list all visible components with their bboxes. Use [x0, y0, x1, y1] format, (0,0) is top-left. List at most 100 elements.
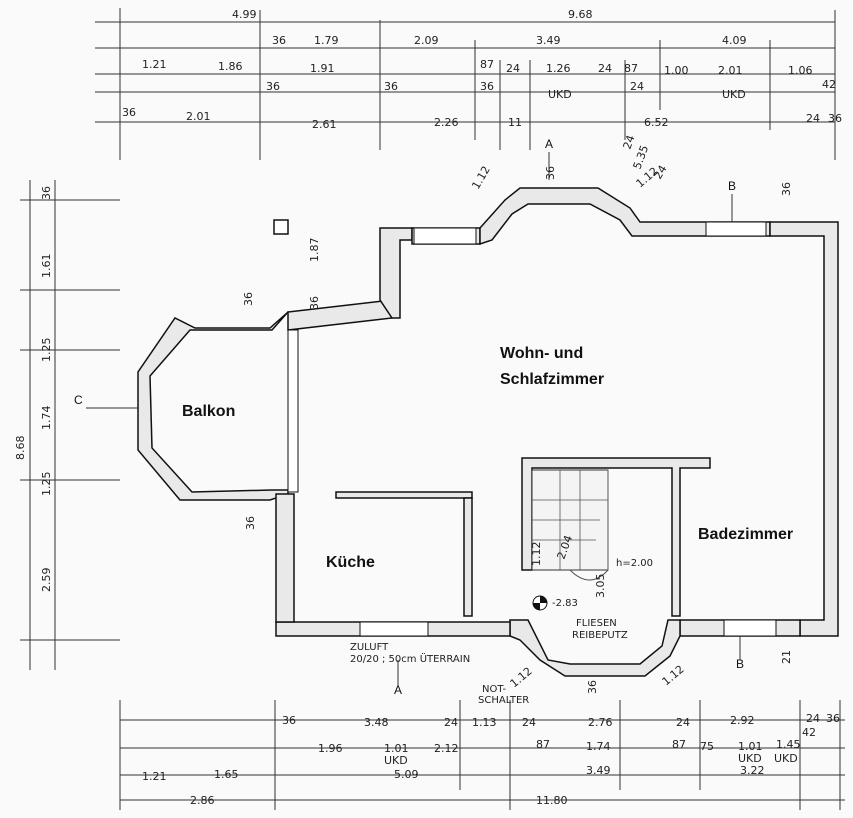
room-label-living-2: Schlafzimmer: [500, 371, 604, 388]
section-mark-c: C: [74, 393, 83, 407]
dim-inner-14: 24: [651, 163, 669, 182]
dim-top-r5-7: 36: [828, 112, 842, 125]
room-label-balcony: Balkon: [182, 403, 235, 420]
dim-bot-r1-2: 24: [444, 716, 458, 729]
dim-inner-5: 1.87: [308, 238, 321, 263]
room-label-kitchen: Küche: [326, 554, 375, 571]
dim-top-r4-0: 36: [266, 80, 280, 93]
dim-top-r4-3: UKD: [548, 88, 572, 101]
dim-inner-3: 36: [780, 182, 793, 196]
dim-bot-r2-9: 42: [802, 726, 816, 739]
dim-left-6: 8.68: [14, 436, 27, 461]
dim-bot-r4-2: 5.09: [394, 768, 419, 781]
dim-top-r3-0: 1.21: [142, 58, 167, 71]
dim-bot-r2-2: 2.12: [434, 742, 459, 755]
dim-bot-r1-5: 2.76: [588, 716, 613, 729]
air-note-2: 20/20 ; 50cm ÜTERRAIN: [350, 652, 470, 665]
dim-bot-r1-1: 3.48: [364, 716, 389, 729]
dim-inner-16: 3.05: [594, 574, 607, 599]
dim-bot-r1-4: 24: [522, 716, 536, 729]
dim-top-r1-1: 9.68: [568, 8, 593, 21]
dim-bot-r3-2: UKD: [774, 752, 798, 765]
dim-inner-8: 1.12: [660, 663, 687, 689]
dim-top-r3-3: 87: [480, 58, 494, 71]
tiles-note-2: REIBEPUTZ: [572, 630, 628, 641]
dim-top-r5-5: 6.52: [644, 116, 669, 129]
dim-bot-r2-6: 75: [700, 740, 714, 753]
exterior-walls: [137, 187, 839, 677]
room-labels: Wohn- und Schlafzimmer Balkon Küche Bade…: [182, 345, 793, 571]
dim-bot-r2-4: 1.74: [586, 740, 611, 753]
dim-inner-1: 36: [544, 166, 557, 180]
dim-left-4: 1.25: [40, 472, 53, 497]
dim-top-r4-6: 42: [822, 78, 836, 91]
dim-top-r3-1: 1.86: [218, 60, 243, 73]
dim-top-r3-9: 2.01: [718, 64, 743, 77]
dim-inner-15: 21: [780, 650, 793, 664]
room-label-bath: Badezimmer: [698, 526, 793, 543]
dim-top-r3-7: 87: [624, 62, 638, 75]
dim-bot-r1-9: 36: [826, 712, 840, 725]
interior-walls: [335, 457, 711, 617]
dim-left-0: 36: [40, 186, 53, 200]
dim-inner-9: 36: [586, 680, 599, 694]
dim-inner-7: 1.12: [508, 665, 535, 691]
dim-top-r3-2: 1.91: [310, 62, 335, 75]
section-mark-a-top: A: [545, 137, 553, 151]
dim-bot-r5-1: 11.80: [536, 794, 568, 807]
dim-bot-r3-1: UKD: [738, 752, 762, 765]
dim-bot-r4-1: 1.65: [214, 768, 239, 781]
tiles-note-1: FLIESEN: [576, 618, 617, 629]
bottom-dimension-texts: 36 3.48 24 1.13 24 2.76 24 2.92 24 36 1.…: [142, 712, 840, 807]
inner-dimension-texts: 1.12 36 1.12 36 36 1.87 36 1.12 1.12 36 …: [242, 133, 793, 694]
dim-top-r2-1: 1.79: [314, 34, 339, 47]
dim-inner-4: 36: [242, 292, 255, 306]
dim-bot-r1-3: 1.13: [472, 716, 497, 729]
dim-bot-r2-3: 87: [536, 738, 550, 751]
dim-bot-r5-0: 2.86: [190, 794, 215, 807]
left-dimension-lines: [20, 180, 120, 670]
dim-bot-r2-1: 1.01: [384, 742, 409, 755]
section-mark-b-bottom: B: [736, 657, 744, 671]
dim-top-r3-6: 24: [598, 62, 612, 75]
dim-top-r5-6: 24: [806, 112, 820, 125]
plan-notes: FLIESEN REIBEPUTZ -2.83 h=2.00 ZULUFT 20…: [350, 558, 653, 706]
level-note: -2.83: [552, 598, 578, 609]
dim-bot-r1-8: 24: [806, 712, 820, 725]
section-mark-a-bottom: A: [394, 683, 402, 697]
dim-top-r4-4: UKD: [722, 88, 746, 101]
dim-top-r5-3: 2.26: [434, 116, 459, 129]
dim-top-r4-1: 36: [384, 80, 398, 93]
dim-bot-r2-8: 1.45: [776, 738, 801, 751]
top-dimension-texts: 4.99 9.68 36 1.79 2.09 3.49 4.09 1.21 1.…: [122, 8, 842, 131]
bottom-dimension-lines: [119, 700, 845, 810]
dim-top-r3-8: 1.00: [664, 64, 689, 77]
dim-left-2: 1.25: [40, 338, 53, 363]
dim-top-r2-3: 3.49: [536, 34, 561, 47]
dim-top-r5-0: 36: [122, 106, 136, 119]
dim-bot-r4-4: 3.22: [740, 764, 765, 777]
dim-top-r4-2: 36: [480, 80, 494, 93]
top-dimension-lines: [95, 8, 836, 160]
dim-bot-r1-6: 24: [676, 716, 690, 729]
dim-top-r5-1: 2.01: [186, 110, 211, 123]
dim-inner-6: 36: [308, 296, 321, 310]
dim-left-3: 1.74: [40, 406, 53, 431]
dim-bot-r3-0: UKD: [384, 754, 408, 767]
dim-top-r3-10: 1.06: [788, 64, 813, 77]
emergency-note-1: NOT-: [482, 684, 507, 695]
dim-bot-r4-0: 1.21: [142, 770, 167, 783]
dim-bot-r1-0: 36: [282, 714, 296, 727]
dim-left-1: 1.61: [40, 254, 53, 279]
emergency-note-2: SCHALTER: [478, 695, 529, 706]
room-label-living-1: Wohn- und: [500, 345, 583, 362]
dim-top-r3-4: 24: [506, 62, 520, 75]
dim-top-r2-2: 2.09: [414, 34, 439, 47]
dim-top-r5-2: 2.61: [312, 118, 337, 131]
section-marks: A A B B C: [74, 137, 744, 697]
dim-top-r3-5: 1.26: [546, 62, 571, 75]
dim-bot-r1-7: 2.92: [730, 714, 755, 727]
dim-inner-13: 36: [244, 516, 257, 530]
